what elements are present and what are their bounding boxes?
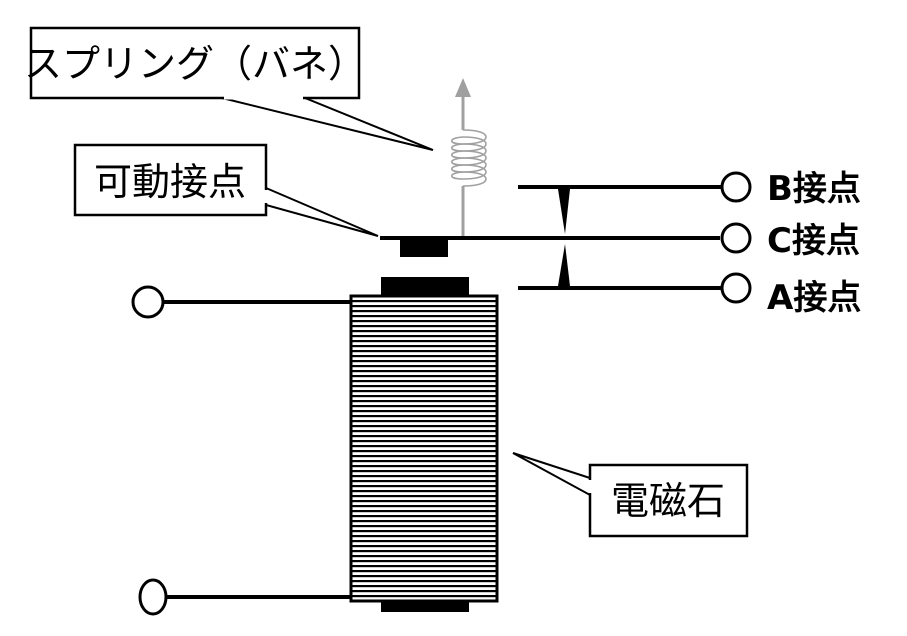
coil-terminal-bottom: [138, 578, 168, 616]
electromagnet-coil: [349, 294, 499, 603]
electromagnet-callout-box: [588, 463, 749, 538]
contact-b-label: B接点: [767, 169, 861, 209]
electromagnet-bottom-pole: [381, 600, 469, 612]
spring-callout-pointer: [221, 97, 434, 151]
contact-a-tip: [558, 244, 570, 286]
contact-a-label: A接点: [767, 278, 861, 318]
spring: [450, 78, 487, 237]
contact-b-tip: [558, 189, 570, 234]
terminal-c: [720, 222, 752, 254]
movable-contact-armature: [400, 238, 448, 257]
spring-coil: [450, 129, 487, 187]
spring-callout-box: [29, 26, 361, 100]
electromagnet-label: 電磁石: [611, 479, 725, 523]
terminal-a: [720, 272, 752, 304]
electromagnet: [349, 277, 499, 612]
movable-contact-callout: 可動接点: [73, 143, 379, 237]
electromagnet-top-pole: [381, 277, 469, 297]
movable-contact-callout-pointer: [265, 186, 379, 237]
movable-contact-callout-box: [73, 143, 268, 217]
terminal-b: [720, 171, 752, 203]
contact-c-label: C接点: [767, 221, 860, 261]
spring-label: スプリング（バネ）: [24, 42, 366, 86]
electromagnet-callout: 電磁石: [512, 452, 749, 538]
spring-arrow-head-icon: [455, 78, 471, 97]
electromagnet-callout-pointer: [512, 452, 591, 497]
coil-terminal-top: [131, 285, 165, 319]
spring-callout: スプリング（バネ）: [24, 26, 434, 151]
movable-contact-label: 可動接点: [94, 160, 246, 204]
